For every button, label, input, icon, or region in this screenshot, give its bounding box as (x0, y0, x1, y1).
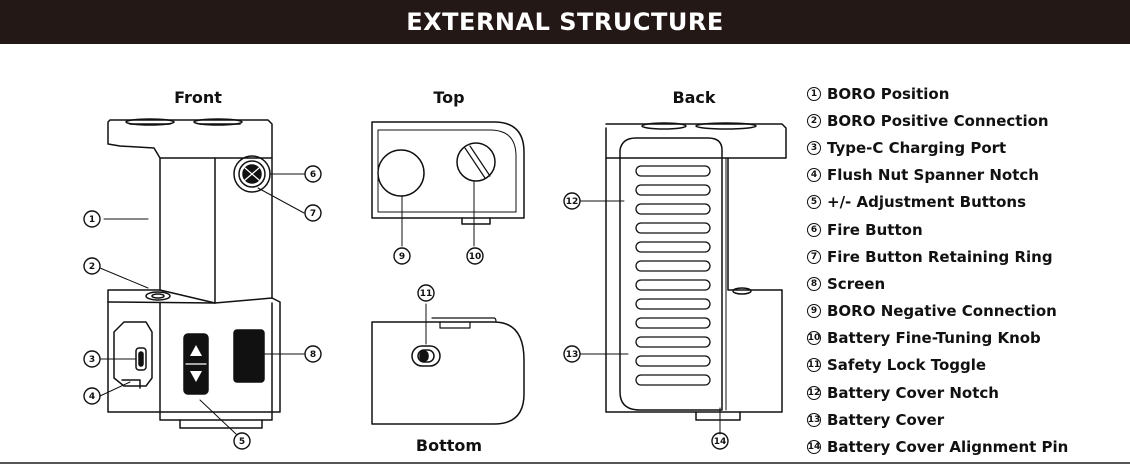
callout-12-circle (563, 192, 581, 210)
callout-1: 1 (89, 215, 95, 225)
legend-number: 1 (807, 86, 821, 101)
callout-3: 3 (89, 355, 95, 365)
legend-item: 12 Battery Cover Notch (807, 379, 1127, 406)
callout-13: 13 (566, 350, 579, 360)
top-view-drawing (371, 121, 525, 247)
legend-item: 10 Battery Fine-Tuning Knob (807, 325, 1127, 352)
callout-13-circle (563, 345, 581, 363)
legend-label: Screen (827, 274, 886, 293)
legend-label: Flush Nut Spanner Notch (827, 166, 1039, 185)
callout-14: 14 (714, 437, 727, 447)
legend-number: 6 (807, 222, 821, 237)
top-view-label: Top (433, 88, 465, 107)
legend-number: 10 (807, 331, 821, 346)
legend-label: +/- Adjustment Buttons (827, 193, 1026, 212)
legend-item: 8 Screen (807, 270, 1127, 297)
bottom-divider (0, 462, 1130, 464)
legend-item: 1 BORO Position (807, 80, 1127, 107)
legend-number: 11 (807, 358, 821, 373)
callout-2: 2 (89, 262, 95, 272)
front-view-drawing (99, 118, 305, 435)
callout-8-circle (304, 345, 322, 363)
callout-14-circle (711, 432, 729, 450)
callout-8: 8 (310, 350, 316, 360)
legend-number: 8 (807, 276, 821, 291)
back-view-label: Back (672, 88, 716, 107)
callout-11: 11 (420, 289, 433, 299)
callout-12: 12 (566, 197, 579, 207)
legend-label: Battery Cover (827, 410, 945, 429)
callout-6: 6 (310, 170, 316, 180)
legend-item: 5 +/- Adjustment Buttons (807, 189, 1127, 216)
legend-item: 11 Safety Lock Toggle (807, 352, 1127, 379)
legend-item: 4 Flush Nut Spanner Notch (807, 162, 1127, 189)
callout-3-circle (83, 350, 101, 368)
legend-label: Fire Button Retaining Ring (827, 247, 1053, 266)
callout-numbers: 1 2 3 4 5 6 7 8 9 10 11 12 13 14 (89, 170, 726, 447)
front-view-label: Front (174, 88, 222, 107)
legend-item: 14 Battery Cover Alignment Pin (807, 433, 1127, 460)
legend-number: 13 (807, 412, 821, 427)
callout-markers (83, 165, 729, 450)
legend-item: 9 BORO Negative Connection (807, 298, 1127, 325)
page-header: EXTERNAL STRUCTURE (0, 0, 1130, 44)
callout-4-circle (83, 387, 101, 405)
callout-5-circle (233, 432, 251, 450)
callout-7: 7 (310, 209, 316, 219)
back-view-drawing (579, 122, 787, 435)
page-title: EXTERNAL STRUCTURE (406, 8, 724, 36)
callout-6-circle (304, 165, 322, 183)
legend-label: Battery Cover Alignment Pin (827, 438, 1069, 457)
callout-11-circle (417, 284, 435, 302)
callout-10-circle (466, 247, 484, 265)
legend-number: 5 (807, 195, 821, 210)
legend-item: 13 Battery Cover (807, 406, 1127, 433)
legend-item: 6 Fire Button (807, 216, 1127, 243)
callout-5: 5 (239, 437, 245, 447)
legend-label: BORO Positive Connection (827, 111, 1049, 130)
callout-7-circle (304, 204, 322, 222)
bottom-view-drawing (371, 303, 525, 425)
callout-1-circle (83, 210, 101, 228)
callout-4: 4 (89, 392, 95, 402)
legend-label: Type-C Charging Port (827, 138, 1007, 157)
legend-label: BORO Position (827, 84, 950, 103)
legend-item: 2 BORO Positive Connection (807, 107, 1127, 134)
callout-9-circle (393, 247, 411, 265)
legend-label: Fire Button (827, 220, 923, 239)
callout-10: 10 (469, 252, 482, 262)
bottom-view-label: Bottom (415, 436, 483, 455)
legend-label: Safety Lock Toggle (827, 356, 987, 375)
legend-number: 12 (807, 385, 821, 400)
legend-number: 3 (807, 140, 821, 155)
legend-number: 7 (807, 249, 821, 264)
legend-label: Battery Fine-Tuning Knob (827, 329, 1041, 348)
legend-number: 2 (807, 113, 821, 128)
legend-number: 9 (807, 304, 821, 319)
legend-item: 3 Type-C Charging Port (807, 134, 1127, 161)
legend-number: 14 (807, 440, 821, 455)
callout-2-circle (83, 257, 101, 275)
legend-label: Battery Cover Notch (827, 383, 999, 402)
legend-number: 4 (807, 168, 821, 183)
legend-label: BORO Negative Connection (827, 302, 1057, 321)
parts-legend: 1 BORO Position 2 BORO Positive Connection… (807, 80, 1127, 461)
legend-item: 7 Fire Button Retaining Ring (807, 243, 1127, 270)
callout-9: 9 (399, 252, 405, 262)
